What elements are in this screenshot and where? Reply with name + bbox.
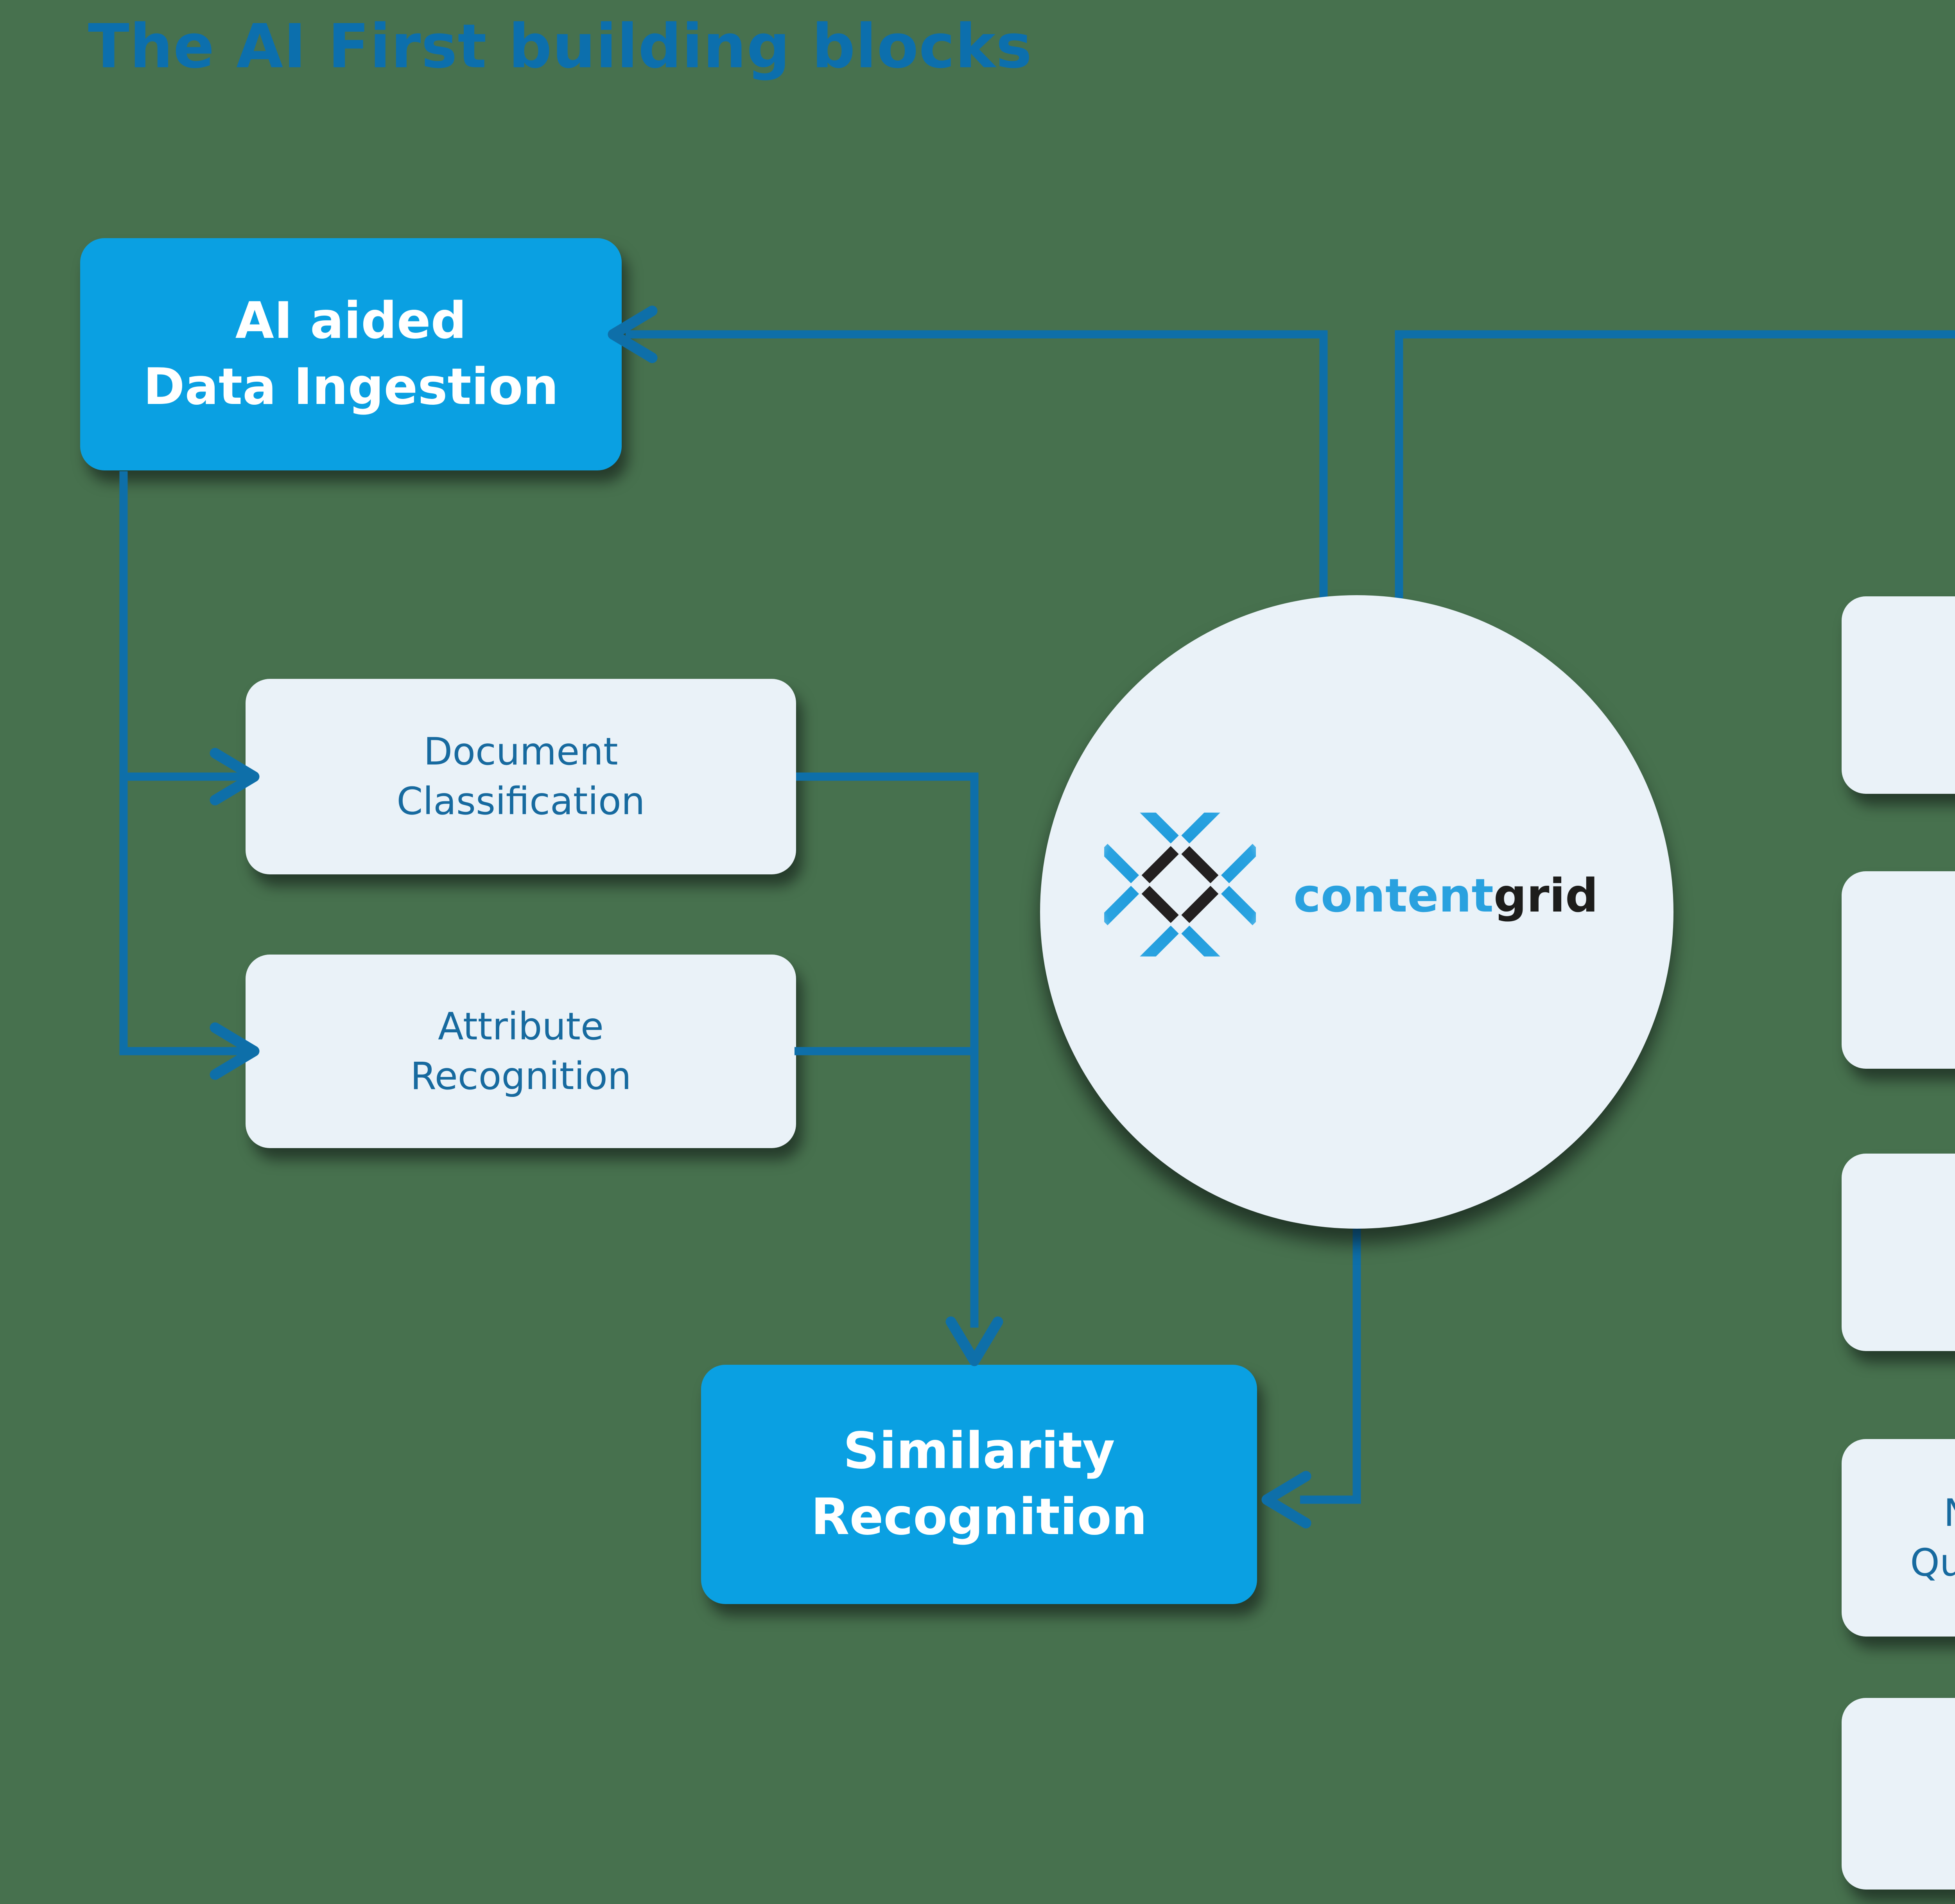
node-document-classification: Document Classification [246, 679, 796, 874]
line-center-to-advanced-search [1395, 330, 1955, 598]
wordmark-content: content [1293, 869, 1494, 922]
node-label: Similarity Recognition [811, 1422, 1147, 1546]
line-center-to-ingestion [626, 330, 1328, 598]
node-ai-aided-data-ingestion: AI aided Data Ingestion [80, 238, 622, 470]
node-llm-integration: LLM Integration [1842, 1698, 1955, 1890]
contentgrid-logo-icon [1104, 813, 1256, 956]
node-similarity-recognition-search: Similarity Recognition [1842, 596, 1955, 794]
wordmark-grid: grid [1493, 869, 1598, 922]
line-doc-to-similarity [796, 772, 979, 1328]
line-ingestion-branch [119, 471, 247, 1055]
node-semantic-search: Semantic Search [1842, 1154, 1955, 1351]
arrowhead-down-icon [945, 1316, 1003, 1366]
node-label: AI aided Data Ingestion [143, 292, 559, 416]
node-attribute-recognition: Attribute Recognition [246, 955, 796, 1148]
node-autocomplete: Autocomplete [1842, 871, 1955, 1069]
node-natural-language-query-understanding: Natural Language Query Understanding [1842, 1439, 1955, 1637]
node-label: Natural Language Query Understanding [1910, 1491, 1955, 1585]
node-label: Attribute Recognition [410, 1004, 631, 1098]
arrowhead-left-icon [1261, 1471, 1311, 1529]
node-label: Document Classification [396, 730, 645, 823]
page-title: The AI First building blocks [88, 11, 1033, 82]
node-similarity-recognition-main: Similarity Recognition [701, 1365, 1257, 1604]
node-label: Semantic Search [1953, 1227, 1955, 1277]
line-circle-to-similarity [1300, 1212, 1361, 1504]
